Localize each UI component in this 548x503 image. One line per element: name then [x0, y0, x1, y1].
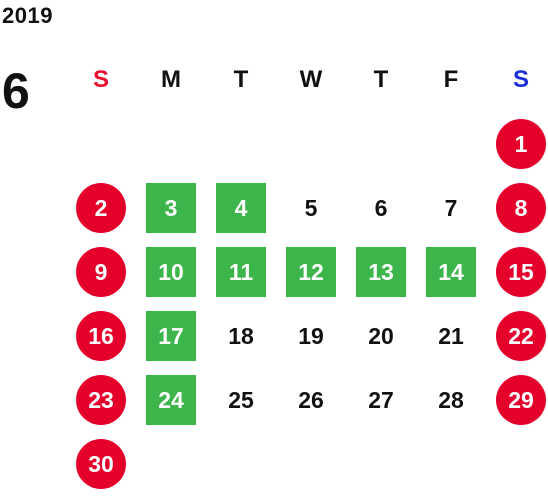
day-number: 25 — [228, 386, 254, 413]
day-cell[interactable]: 16 — [66, 304, 136, 368]
day-cell[interactable]: 27 — [346, 368, 416, 432]
day-number: 5 — [304, 194, 318, 221]
day-cell[interactable]: 3 — [136, 176, 206, 240]
weekday-header: S — [92, 66, 109, 93]
day-cell[interactable]: 12 — [276, 240, 346, 304]
holiday-day-number: 15 — [496, 247, 546, 297]
highlighted-day-number: 13 — [356, 247, 406, 297]
weekday-header: F — [443, 66, 459, 93]
highlighted-day-number: 4 — [216, 183, 266, 233]
day-cell[interactable]: 14 — [416, 240, 486, 304]
day-cell[interactable]: 4 — [206, 176, 276, 240]
highlighted-day-number: 12 — [286, 247, 336, 297]
day-cell[interactable]: 17 — [136, 304, 206, 368]
weekday-header: W — [299, 66, 323, 93]
month-label: 6 — [2, 63, 30, 119]
highlighted-day-number: 3 — [146, 183, 196, 233]
day-number: 28 — [438, 386, 464, 413]
day-cell[interactable]: 18 — [206, 304, 276, 368]
weekday-header: T — [373, 66, 389, 93]
day-cell[interactable]: 6 — [346, 176, 416, 240]
day-number: 27 — [368, 386, 394, 413]
day-number: 7 — [444, 194, 458, 221]
day-number: 6 — [374, 194, 388, 221]
weekday-header: S — [512, 66, 529, 93]
day-number: 20 — [368, 322, 394, 349]
empty-day-cell — [206, 112, 276, 176]
day-cell[interactable]: 23 — [66, 368, 136, 432]
weekday-header: T — [233, 66, 249, 93]
holiday-day-number: 23 — [76, 375, 126, 425]
empty-day-cell — [486, 432, 548, 496]
day-cell[interactable]: 13 — [346, 240, 416, 304]
highlighted-day-number: 17 — [146, 311, 196, 361]
holiday-day-number: 29 — [496, 375, 546, 425]
day-cell[interactable]: 26 — [276, 368, 346, 432]
highlighted-day-number: 24 — [146, 375, 196, 425]
day-cell[interactable]: 30 — [66, 432, 136, 496]
year-label: 2019 — [2, 3, 53, 28]
day-cell[interactable]: 29 — [486, 368, 548, 432]
empty-day-cell — [416, 112, 486, 176]
day-number: 19 — [298, 322, 324, 349]
holiday-day-number: 1 — [496, 119, 546, 169]
empty-day-cell — [206, 432, 276, 496]
holiday-day-number: 2 — [76, 183, 126, 233]
highlighted-day-number: 14 — [426, 247, 476, 297]
empty-day-cell — [66, 112, 136, 176]
day-cell[interactable]: 21 — [416, 304, 486, 368]
holiday-day-number: 9 — [76, 247, 126, 297]
day-cell[interactable]: 5 — [276, 176, 346, 240]
day-cell[interactable]: 28 — [416, 368, 486, 432]
day-cell[interactable]: 15 — [486, 240, 548, 304]
day-cell[interactable]: 22 — [486, 304, 548, 368]
day-cell[interactable]: 24 — [136, 368, 206, 432]
day-cell[interactable]: 2 — [66, 176, 136, 240]
empty-day-cell — [346, 432, 416, 496]
weekday-header: M — [161, 66, 181, 93]
holiday-day-number: 30 — [76, 439, 126, 489]
empty-day-cell — [136, 112, 206, 176]
day-cell[interactable]: 10 — [136, 240, 206, 304]
day-cell[interactable]: 8 — [486, 176, 548, 240]
day-cell[interactable]: 1 — [486, 112, 548, 176]
holiday-day-number: 8 — [496, 183, 546, 233]
day-cell[interactable]: 25 — [206, 368, 276, 432]
day-cell[interactable]: 20 — [346, 304, 416, 368]
empty-day-cell — [136, 432, 206, 496]
day-number: 21 — [438, 322, 464, 349]
day-cell[interactable]: 19 — [276, 304, 346, 368]
empty-day-cell — [346, 112, 416, 176]
day-cell[interactable]: 9 — [66, 240, 136, 304]
holiday-day-number: 16 — [76, 311, 126, 361]
holiday-day-number: 22 — [496, 311, 546, 361]
highlighted-day-number: 10 — [146, 247, 196, 297]
highlighted-day-number: 11 — [216, 247, 266, 297]
empty-day-cell — [276, 112, 346, 176]
day-cell[interactable]: 11 — [206, 240, 276, 304]
day-number: 18 — [228, 322, 254, 349]
day-number: 26 — [298, 386, 324, 413]
day-cell[interactable]: 7 — [416, 176, 486, 240]
empty-day-cell — [276, 432, 346, 496]
empty-day-cell — [416, 432, 486, 496]
